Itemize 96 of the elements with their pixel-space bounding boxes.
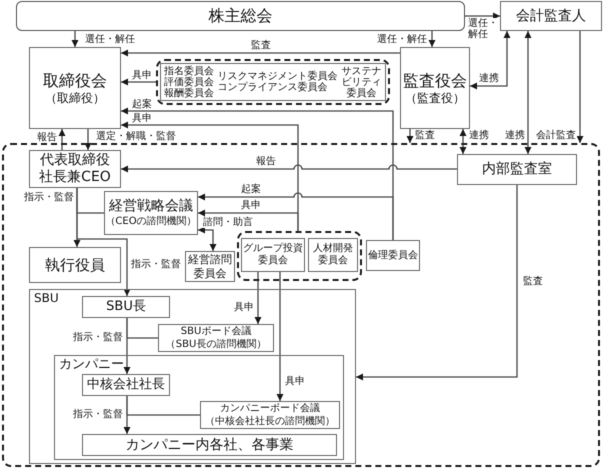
meeting-box — [16, 1, 465, 31]
box-title: 内部監査室 — [482, 161, 552, 178]
arrow — [465, 12, 500, 20]
box-title: 中核会社社長 — [87, 377, 165, 393]
board-meeting-box — [200, 401, 340, 429]
board-box — [400, 47, 470, 129]
committee-name: コンプライアンス委員会 — [218, 82, 328, 93]
box-title: SBUボード会議 — [180, 326, 252, 338]
edge-label: 指示・監督 — [130, 259, 182, 270]
box-title: 代表取締役社長兼CEO — [38, 152, 112, 186]
arrow — [76, 188, 130, 296]
arrow — [121, 50, 400, 56]
committee-name: 評価委員会 — [164, 76, 214, 88]
board-meeting-box — [158, 324, 274, 352]
council-box — [104, 191, 198, 235]
committee-box — [366, 240, 420, 271]
box-title: SBU長 — [106, 299, 146, 315]
arrow — [356, 185, 518, 380]
committee-box — [308, 238, 358, 272]
arrow — [58, 129, 66, 150]
edge-label: 監査 — [250, 40, 272, 51]
arrow — [406, 129, 414, 143]
arrow — [121, 164, 457, 172]
box-title: 会計監査人 — [516, 8, 586, 24]
edge-label: 報告 — [255, 156, 277, 167]
box-title: 株主総会 — [208, 6, 272, 26]
box-subtitle: （取締役） — [45, 90, 105, 106]
box-title: グループ投資委員会 — [242, 243, 304, 267]
arrow — [576, 31, 584, 143]
arrow — [198, 192, 394, 240]
arrow — [198, 210, 299, 231]
dashed-boundary-frame — [2, 143, 600, 467]
box-title: 取締役会 — [43, 70, 107, 90]
edge-label: 会計監査 — [535, 130, 577, 141]
box-subtitle: （SBU長の諮問機関） — [166, 338, 266, 350]
arrow — [460, 129, 466, 154]
arrow — [121, 78, 156, 86]
unit-box — [82, 434, 337, 456]
committee-name: 報酬委員会 — [164, 88, 214, 98]
section-frame — [54, 355, 344, 460]
edge-label: 連携 — [504, 130, 526, 141]
edge-label: 選任・解任 — [376, 34, 428, 45]
box-title: 人材開発委員会 — [312, 243, 354, 267]
arrow — [84, 129, 92, 150]
committee-name: サステナビリティ委員会 — [341, 66, 382, 98]
arrow — [428, 31, 436, 47]
edge-label: 選任・解任 — [84, 34, 136, 45]
edge-label: 諮問・助言 — [202, 217, 254, 228]
box-subtitle: （CEOの諮問機関） — [105, 216, 197, 228]
edge-label: 指示・監督 — [72, 409, 124, 420]
edge-label: 具申 — [131, 70, 153, 81]
box-title: 監査役会 — [403, 70, 467, 90]
box-title: 執行役員 — [45, 256, 105, 274]
edge-label: 指示・監督 — [72, 332, 124, 343]
edge-label: 起案 — [240, 184, 262, 195]
edge-label: 報告 — [36, 132, 58, 143]
box-subtitle: （監査役） — [405, 90, 465, 106]
arrow — [72, 31, 78, 47]
edge-label: 連携 — [468, 130, 490, 141]
box-title: カンパニーボード会議 — [220, 402, 320, 414]
connector-line — [126, 396, 200, 416]
edge-label: 具申 — [131, 113, 153, 124]
connector-line — [126, 318, 158, 339]
box-title: カンパニー内各社、各事業 — [126, 436, 294, 454]
edge-label: 連携 — [478, 73, 500, 84]
arrow — [276, 272, 284, 401]
edge-label: 具申 — [284, 376, 306, 387]
committee-name: 指名委員会 — [164, 66, 214, 76]
box-title: 倫理委員会 — [368, 250, 418, 262]
role-box — [82, 296, 170, 318]
committee-box — [241, 238, 305, 272]
executive-box — [29, 150, 121, 188]
board-box — [29, 47, 121, 129]
arrow — [470, 31, 510, 90]
edge-label: 監査 — [522, 276, 544, 287]
audit-office-box — [457, 154, 577, 185]
arrow — [524, 31, 532, 154]
section-heading: カンパニー — [59, 358, 124, 373]
edge-label: 起案 — [131, 99, 153, 110]
edge-label: 具申 — [233, 302, 255, 313]
auditor-box — [500, 1, 602, 31]
section-frame — [29, 289, 356, 464]
dashed-group-frame — [237, 231, 362, 281]
officer-box — [29, 247, 121, 283]
role-box — [82, 374, 170, 396]
section-heading: SBU — [34, 292, 59, 306]
edge-label: 具申 — [240, 200, 262, 211]
edge-label: 選定・解職・監督 — [95, 131, 177, 142]
edge-label: 監査 — [414, 130, 436, 141]
arrow — [198, 226, 216, 251]
box-subtitle: （中核会社社長の諮問機関） — [205, 416, 335, 428]
edge-label: 指示・監督 — [23, 192, 75, 203]
arrow — [254, 272, 262, 324]
committee-name: リスクマネジメント委員会 — [218, 71, 338, 82]
box-title: 経営戦略会議 — [109, 198, 193, 215]
box-title: 経営諮問委員会 — [187, 253, 233, 280]
